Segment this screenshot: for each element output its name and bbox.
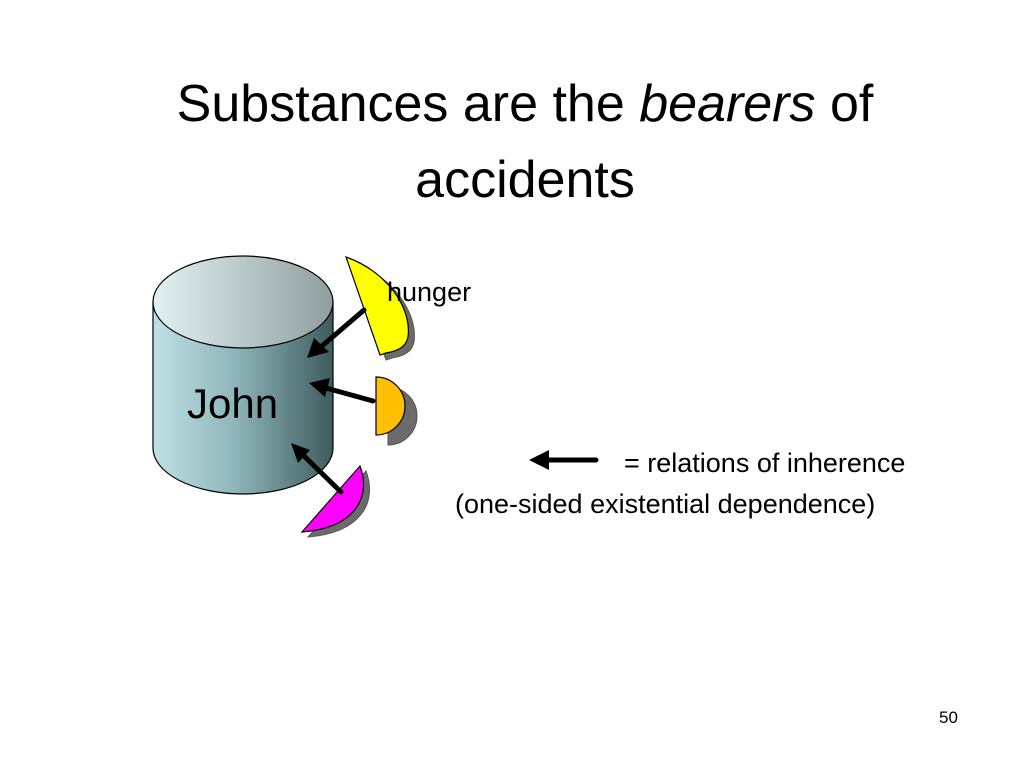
- slide-title: Substances are the bearers of accidents: [60, 66, 990, 218]
- magenta-accident-shape: [300, 464, 370, 538]
- legend-arrow-icon: [529, 450, 599, 470]
- hunger-accident-shape: [345, 256, 415, 361]
- hunger-label: hunger: [387, 277, 472, 307]
- orange-accident-shape: [375, 376, 418, 446]
- title-emphasis: bearers: [639, 75, 816, 133]
- substance-cylinder: [152, 255, 334, 495]
- inherence-arrow-magenta: [291, 443, 344, 495]
- inherence-arrow-hunger: [307, 307, 367, 358]
- title-text-end: of accidents: [415, 75, 874, 209]
- inherence-arrow-orange: [309, 378, 376, 404]
- john-label: John: [187, 380, 279, 427]
- legend-text-line2: (one-sided existential dependence): [455, 489, 876, 519]
- title-text-start: Substances are the: [176, 75, 640, 133]
- page-number: 50: [939, 708, 958, 727]
- legend-text-line1: = relations of inherence: [624, 448, 906, 478]
